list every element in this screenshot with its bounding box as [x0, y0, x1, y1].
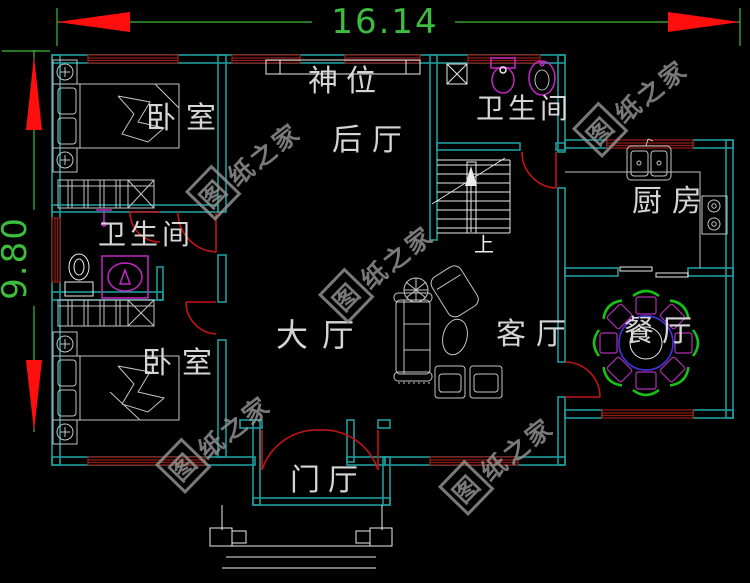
door-bedroom-bottom [185, 301, 217, 335]
door-corridor [177, 211, 217, 253]
dimension-width: 16.14 [325, 2, 445, 42]
wardrobe-bottom [57, 299, 155, 327]
room-label-shrine: 神位 [308, 64, 384, 99]
dimension-height: 9.80 [0, 210, 35, 306]
room-label-back-hall: 后厅 [332, 123, 412, 158]
window-dining-bottom [601, 409, 694, 419]
room-label-bathroom-left: 卫生间 [97, 218, 195, 251]
basin-top [528, 60, 556, 96]
window-living-bottom [429, 456, 519, 466]
window-bedroom-bottom [87, 456, 206, 466]
room-label-kitchen: 厨房 [632, 184, 712, 219]
room-label-dining: 餐厅 [624, 314, 700, 349]
kitchen-stove [701, 195, 728, 235]
dining-set [592, 289, 700, 397]
bedroom-bottom-furniture [52, 299, 180, 445]
room-label-bedroom-bottom: 卧室 [142, 346, 222, 381]
door-dining [564, 361, 601, 398]
bathroom-left-fixtures [64, 209, 149, 299]
wardrobe-top [57, 179, 155, 209]
door-entry-double [261, 429, 379, 471]
bathroom-top-fixtures [446, 57, 556, 96]
porch-steps [209, 505, 393, 569]
room-label-living: 客厅 [496, 317, 576, 352]
sofa-set [393, 265, 503, 399]
staircase [431, 157, 511, 234]
window-kitchen-top [606, 139, 694, 149]
toilet-left [64, 253, 94, 297]
dining-chairs [592, 289, 700, 397]
armchair-1 [434, 365, 466, 399]
shower-symbol [96, 209, 112, 227]
floor-drain [446, 63, 468, 85]
bedroom-top-furniture [52, 59, 180, 209]
dim-arrow-right [668, 12, 740, 32]
kitchen-fixtures [565, 138, 728, 278]
dim-arrow-top [26, 56, 42, 130]
window-bedroom-top [87, 54, 179, 64]
doors [129, 151, 601, 471]
armchair-2 [469, 365, 503, 399]
sliding-door-kitchen-dining [619, 266, 689, 278]
basin-left [101, 255, 149, 299]
dim-arrow-left [57, 12, 130, 32]
window-bathroom-top [467, 54, 541, 64]
kitchen-sink [626, 138, 672, 181]
sofa [393, 292, 433, 382]
room-label-main-hall: 大厅 [275, 316, 369, 354]
room-label-foyer: 门厅 [290, 463, 366, 498]
stair-up-label: 上 [474, 232, 494, 257]
lounge-chair [430, 265, 479, 318]
room-label-bedroom-top: 卧室 [146, 101, 226, 136]
coffee-table [442, 318, 468, 356]
window-bathroom-left [51, 217, 61, 283]
shrine-shelf [265, 59, 421, 75]
dim-arrow-bottom [26, 360, 42, 431]
door-bathroom-top [521, 151, 557, 189]
plant [403, 277, 429, 303]
room-label-bathroom-top: 卫生间 [475, 92, 573, 125]
door-bathroom-left [129, 211, 161, 243]
toilet-top [490, 57, 516, 94]
